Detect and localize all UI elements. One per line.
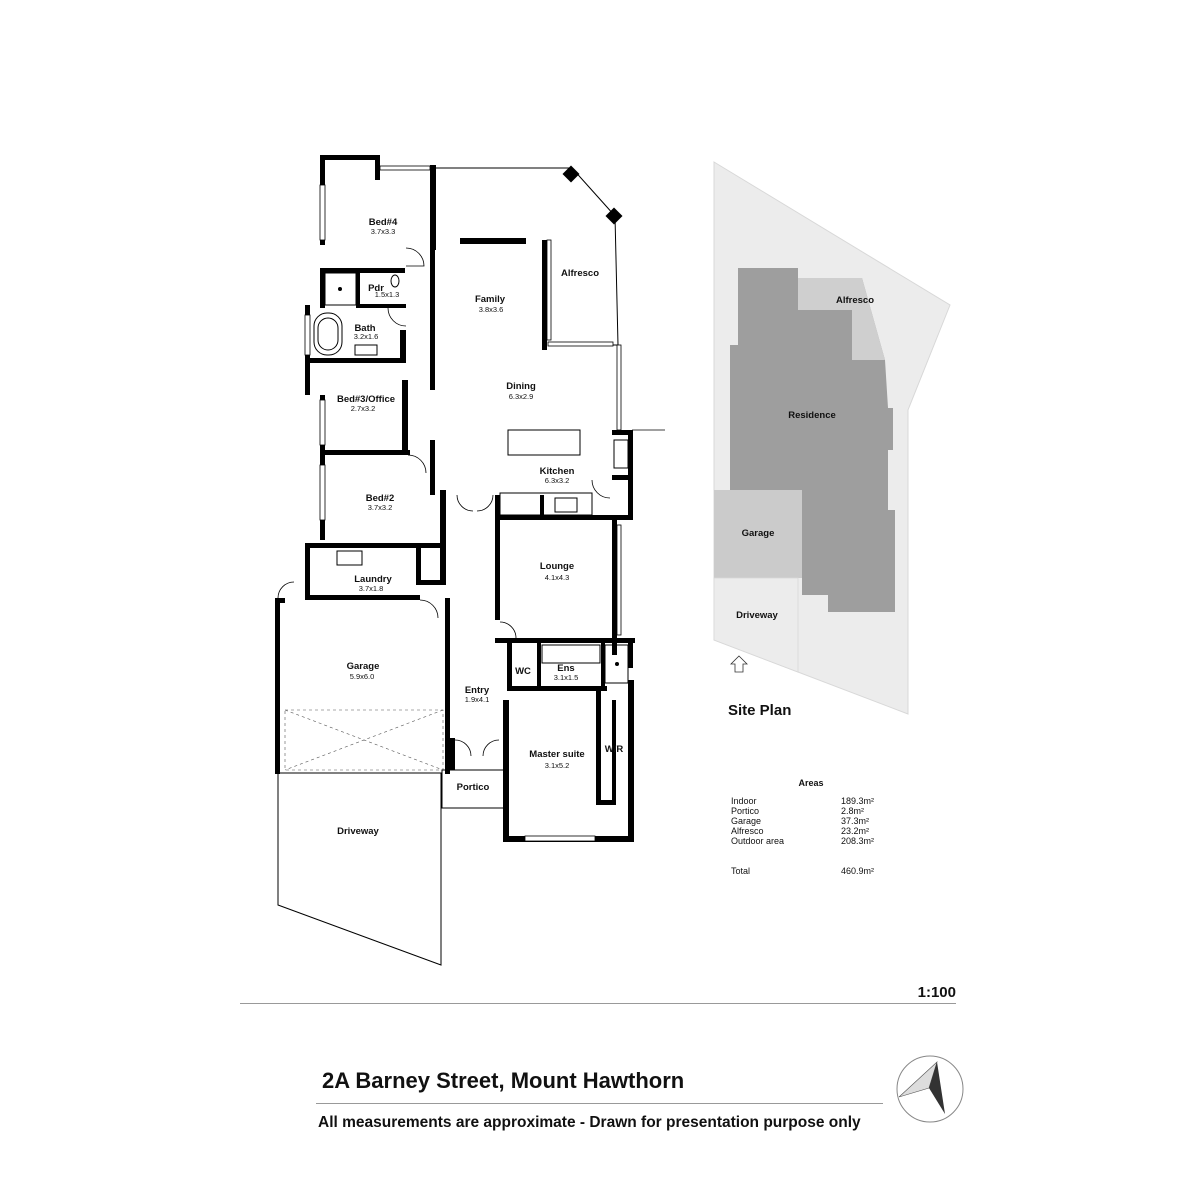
fixtures xyxy=(313,272,629,684)
room-dim-garage: 5.9x6.0 xyxy=(350,672,375,681)
areas-total-row: Total 460.9m² xyxy=(731,866,891,876)
room-dim-lounge: 4.1x4.3 xyxy=(545,573,570,582)
room-name-entry: Entry xyxy=(465,685,490,696)
areas-value: 208.3m² xyxy=(841,836,875,846)
shower-icon xyxy=(324,272,357,306)
laundry-tub-icon xyxy=(336,550,363,566)
room-name-portico: Portico xyxy=(457,782,490,793)
areas-heading: Areas xyxy=(798,778,824,788)
room-dim-dining: 6.3x2.9 xyxy=(509,392,534,401)
areas-label: Outdoor area xyxy=(731,836,785,846)
site-label-garage: Garage xyxy=(742,528,775,539)
room-name-garage: Garage xyxy=(347,661,380,672)
room-labels: Bed#4 3.7x3.3 Pdr 1.5x1.3 Bath 3.2x1.6 B… xyxy=(337,217,623,837)
site-plan-title: Site Plan xyxy=(728,702,792,719)
room-name-lounge: Lounge xyxy=(540,561,574,572)
room-name-driveway: Driveway xyxy=(337,826,379,837)
property-address: 2A Barney Street, Mount Hawthorn xyxy=(322,1068,685,1093)
room-name-kitchen: Kitchen xyxy=(540,466,575,477)
room-name-wr: W/R xyxy=(605,744,624,755)
room-dim-bed3: 2.7x3.2 xyxy=(351,404,376,413)
areas-label: Garage xyxy=(731,816,762,826)
windows xyxy=(304,165,622,842)
scale-label: 1:100 xyxy=(917,984,956,1001)
areas-total-label: Total xyxy=(731,866,751,876)
areas-value: 2.8m² xyxy=(841,806,865,816)
areas-label: Alfresco xyxy=(731,826,764,836)
room-name-family: Family xyxy=(475,294,506,305)
vanity-icon xyxy=(354,344,378,356)
room-dim-bed4: 3.7x3.3 xyxy=(371,227,396,236)
room-dim-family: 3.8x3.6 xyxy=(479,305,504,314)
room-name-bath: Bath xyxy=(354,323,375,334)
site-plan: Alfresco Residence Garage Driveway xyxy=(713,161,951,715)
areas-value: 189.3m² xyxy=(841,796,875,806)
alfresco-outline xyxy=(436,167,619,346)
site-label-alfresco: Alfresco xyxy=(836,295,874,306)
doors xyxy=(277,247,611,757)
room-name-master: Master suite xyxy=(529,749,584,760)
room-dim-master: 3.1x5.2 xyxy=(545,761,570,770)
disclaimer-text: All measurements are approximate - Drawn… xyxy=(318,1114,861,1131)
divider xyxy=(316,1103,883,1104)
site-garage xyxy=(714,490,802,578)
kitchen-island xyxy=(507,429,581,456)
site-alfresco xyxy=(798,278,885,360)
room-name-pdr: Pdr xyxy=(368,283,384,294)
areas-row: Garage 37.3m² xyxy=(731,816,891,826)
room-name-bed4: Bed#4 xyxy=(369,217,398,228)
site-label-driveway: Driveway xyxy=(736,610,778,621)
areas-total-value: 460.9m² xyxy=(841,866,875,876)
north-arrow-icon xyxy=(896,1055,964,1123)
room-dim-bed2: 3.7x3.2 xyxy=(368,503,393,512)
room-dim-kitchen: 6.3x3.2 xyxy=(545,476,570,485)
room-name-bed2: Bed#2 xyxy=(366,493,395,504)
walls xyxy=(275,155,635,842)
areas-label: Indoor xyxy=(731,796,757,806)
room-name-dining: Dining xyxy=(506,381,536,392)
room-name-bed3: Bed#3/Office xyxy=(337,394,395,405)
areas-row: Alfresco 23.2m² xyxy=(731,826,891,836)
room-name-alfresco: Alfresco xyxy=(561,268,599,279)
room-name-laundry: Laundry xyxy=(354,574,392,585)
areas-value: 23.2m² xyxy=(841,826,870,836)
divider xyxy=(240,1003,956,1004)
entrance-arrow-icon xyxy=(730,655,748,673)
site-label-residence: Residence xyxy=(788,410,836,421)
bathtub-icon xyxy=(313,312,343,356)
driveway-outline xyxy=(277,772,442,966)
room-dim-bath: 3.2x1.6 xyxy=(354,332,379,341)
kitchen-bench xyxy=(499,492,593,516)
room-dim-laundry: 3.7x1.8 xyxy=(359,584,384,593)
areas-row: Portico 2.8m² xyxy=(731,806,891,816)
areas-row: Indoor 189.3m² xyxy=(731,796,891,806)
sink-icon xyxy=(613,439,629,469)
cooktop-icon xyxy=(554,497,578,513)
areas-value: 37.3m² xyxy=(841,816,870,826)
site-driveway xyxy=(713,577,799,673)
ensuite-shower-icon xyxy=(604,644,629,684)
garage-door-dashed xyxy=(284,709,444,771)
areas-row: Outdoor area 208.3m² xyxy=(731,836,891,846)
room-dim-ens: 3.1x1.5 xyxy=(554,673,579,682)
room-name-ens: Ens xyxy=(557,663,574,674)
outdoor-outlines xyxy=(277,167,665,966)
ensuite-vanity-icon xyxy=(541,644,601,664)
room-name-wc: WC xyxy=(515,666,531,677)
room-dim-entry: 1.9x4.1 xyxy=(465,695,490,704)
areas-label: Portico xyxy=(731,806,760,816)
room-dim-pdr: 1.5x1.3 xyxy=(375,290,400,299)
toilet-icon xyxy=(390,274,400,288)
areas-table: Areas Indoor 189.3m² Portico 2.8m² Garage 3… xyxy=(731,778,891,876)
